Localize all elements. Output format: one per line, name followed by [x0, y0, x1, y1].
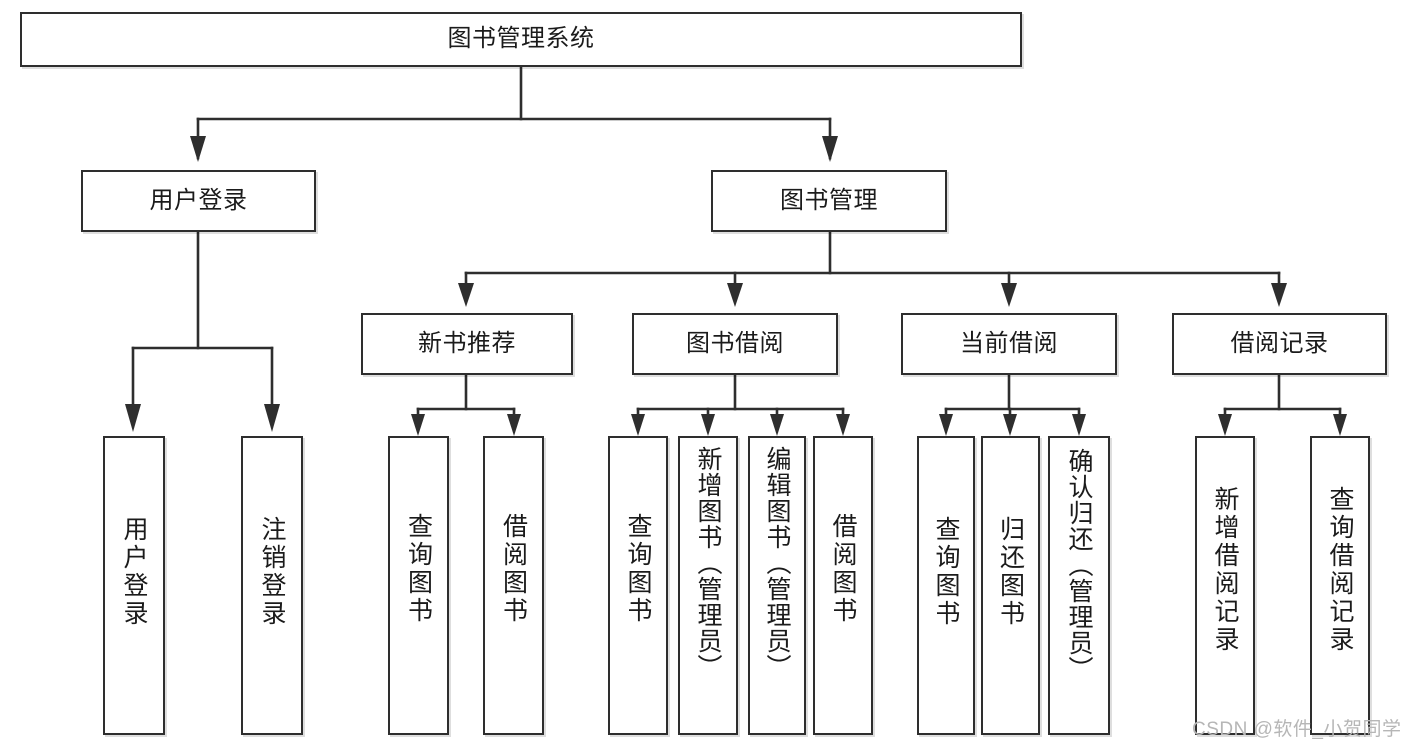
node-borrow-record[interactable]: 借阅记录: [1172, 313, 1387, 375]
node-leaf-return-book-label: 归还图书: [996, 516, 1025, 628]
node-leaf-add-book-label: 新增图书（管理员）: [694, 446, 722, 680]
node-leaf-user-logout[interactable]: 注销登录: [241, 436, 303, 735]
node-user-login-label: 用户登录: [149, 186, 248, 214]
node-leaf-add-record-label: 新增借阅记录: [1211, 486, 1239, 654]
node-leaf-edit-book-label: 编辑图书（管理员）: [763, 446, 791, 680]
node-user-login[interactable]: 用户登录: [81, 170, 316, 232]
node-leaf-confirm-return[interactable]: 确认归还（管理员）: [1048, 436, 1110, 735]
node-leaf-query-record-label: 查询借阅记录: [1326, 486, 1354, 654]
node-book-manage[interactable]: 图书管理: [711, 170, 947, 232]
node-current-borrow[interactable]: 当前借阅: [901, 313, 1117, 375]
node-current-borrow-label: 当前借阅: [960, 329, 1058, 357]
node-book-borrow[interactable]: 图书借阅: [632, 313, 838, 375]
node-leaf-user-logout-label: 注销登录: [258, 516, 286, 628]
node-leaf-query-record[interactable]: 查询借阅记录: [1310, 436, 1370, 735]
node-leaf-return-book[interactable]: 归还图书: [981, 436, 1040, 735]
node-root[interactable]: 图书管理系统: [20, 12, 1022, 67]
node-new-book-recommend[interactable]: 新书推荐: [361, 313, 573, 375]
csdn-watermark: CSDN @软件_小贺同学: [1192, 719, 1402, 740]
node-root-label: 图书管理系统: [447, 25, 595, 53]
node-leaf-borrow-book-1-label: 借阅图书: [499, 513, 528, 625]
node-new-book-recommend-label: 新书推荐: [418, 329, 516, 357]
node-leaf-user-login-label: 用户登录: [120, 516, 148, 628]
node-book-manage-label: 图书管理: [780, 186, 878, 214]
node-borrow-record-label: 借阅记录: [1230, 329, 1329, 357]
node-leaf-add-record[interactable]: 新增借阅记录: [1195, 436, 1255, 735]
node-leaf-borrow-book-2-label: 借阅图书: [829, 513, 857, 625]
node-leaf-query-book-2[interactable]: 查询图书: [608, 436, 668, 735]
node-leaf-borrow-book-2[interactable]: 借阅图书: [813, 436, 873, 735]
node-leaf-add-book[interactable]: 新增图书（管理员）: [678, 436, 738, 735]
node-book-borrow-label: 图书借阅: [686, 329, 784, 357]
node-leaf-query-book-3[interactable]: 查询图书: [917, 436, 975, 735]
node-leaf-borrow-book-1[interactable]: 借阅图书: [483, 436, 544, 735]
node-leaf-edit-book[interactable]: 编辑图书（管理员）: [748, 436, 806, 735]
node-leaf-query-book-2-label: 查询图书: [624, 513, 652, 625]
node-leaf-confirm-return-label: 确认归还（管理员）: [1065, 448, 1093, 682]
node-leaf-query-book-1-label: 查询图书: [404, 513, 433, 625]
node-leaf-user-login[interactable]: 用户登录: [103, 436, 165, 735]
node-leaf-query-book-1[interactable]: 查询图书: [388, 436, 449, 735]
node-leaf-query-book-3-label: 查询图书: [932, 516, 960, 628]
